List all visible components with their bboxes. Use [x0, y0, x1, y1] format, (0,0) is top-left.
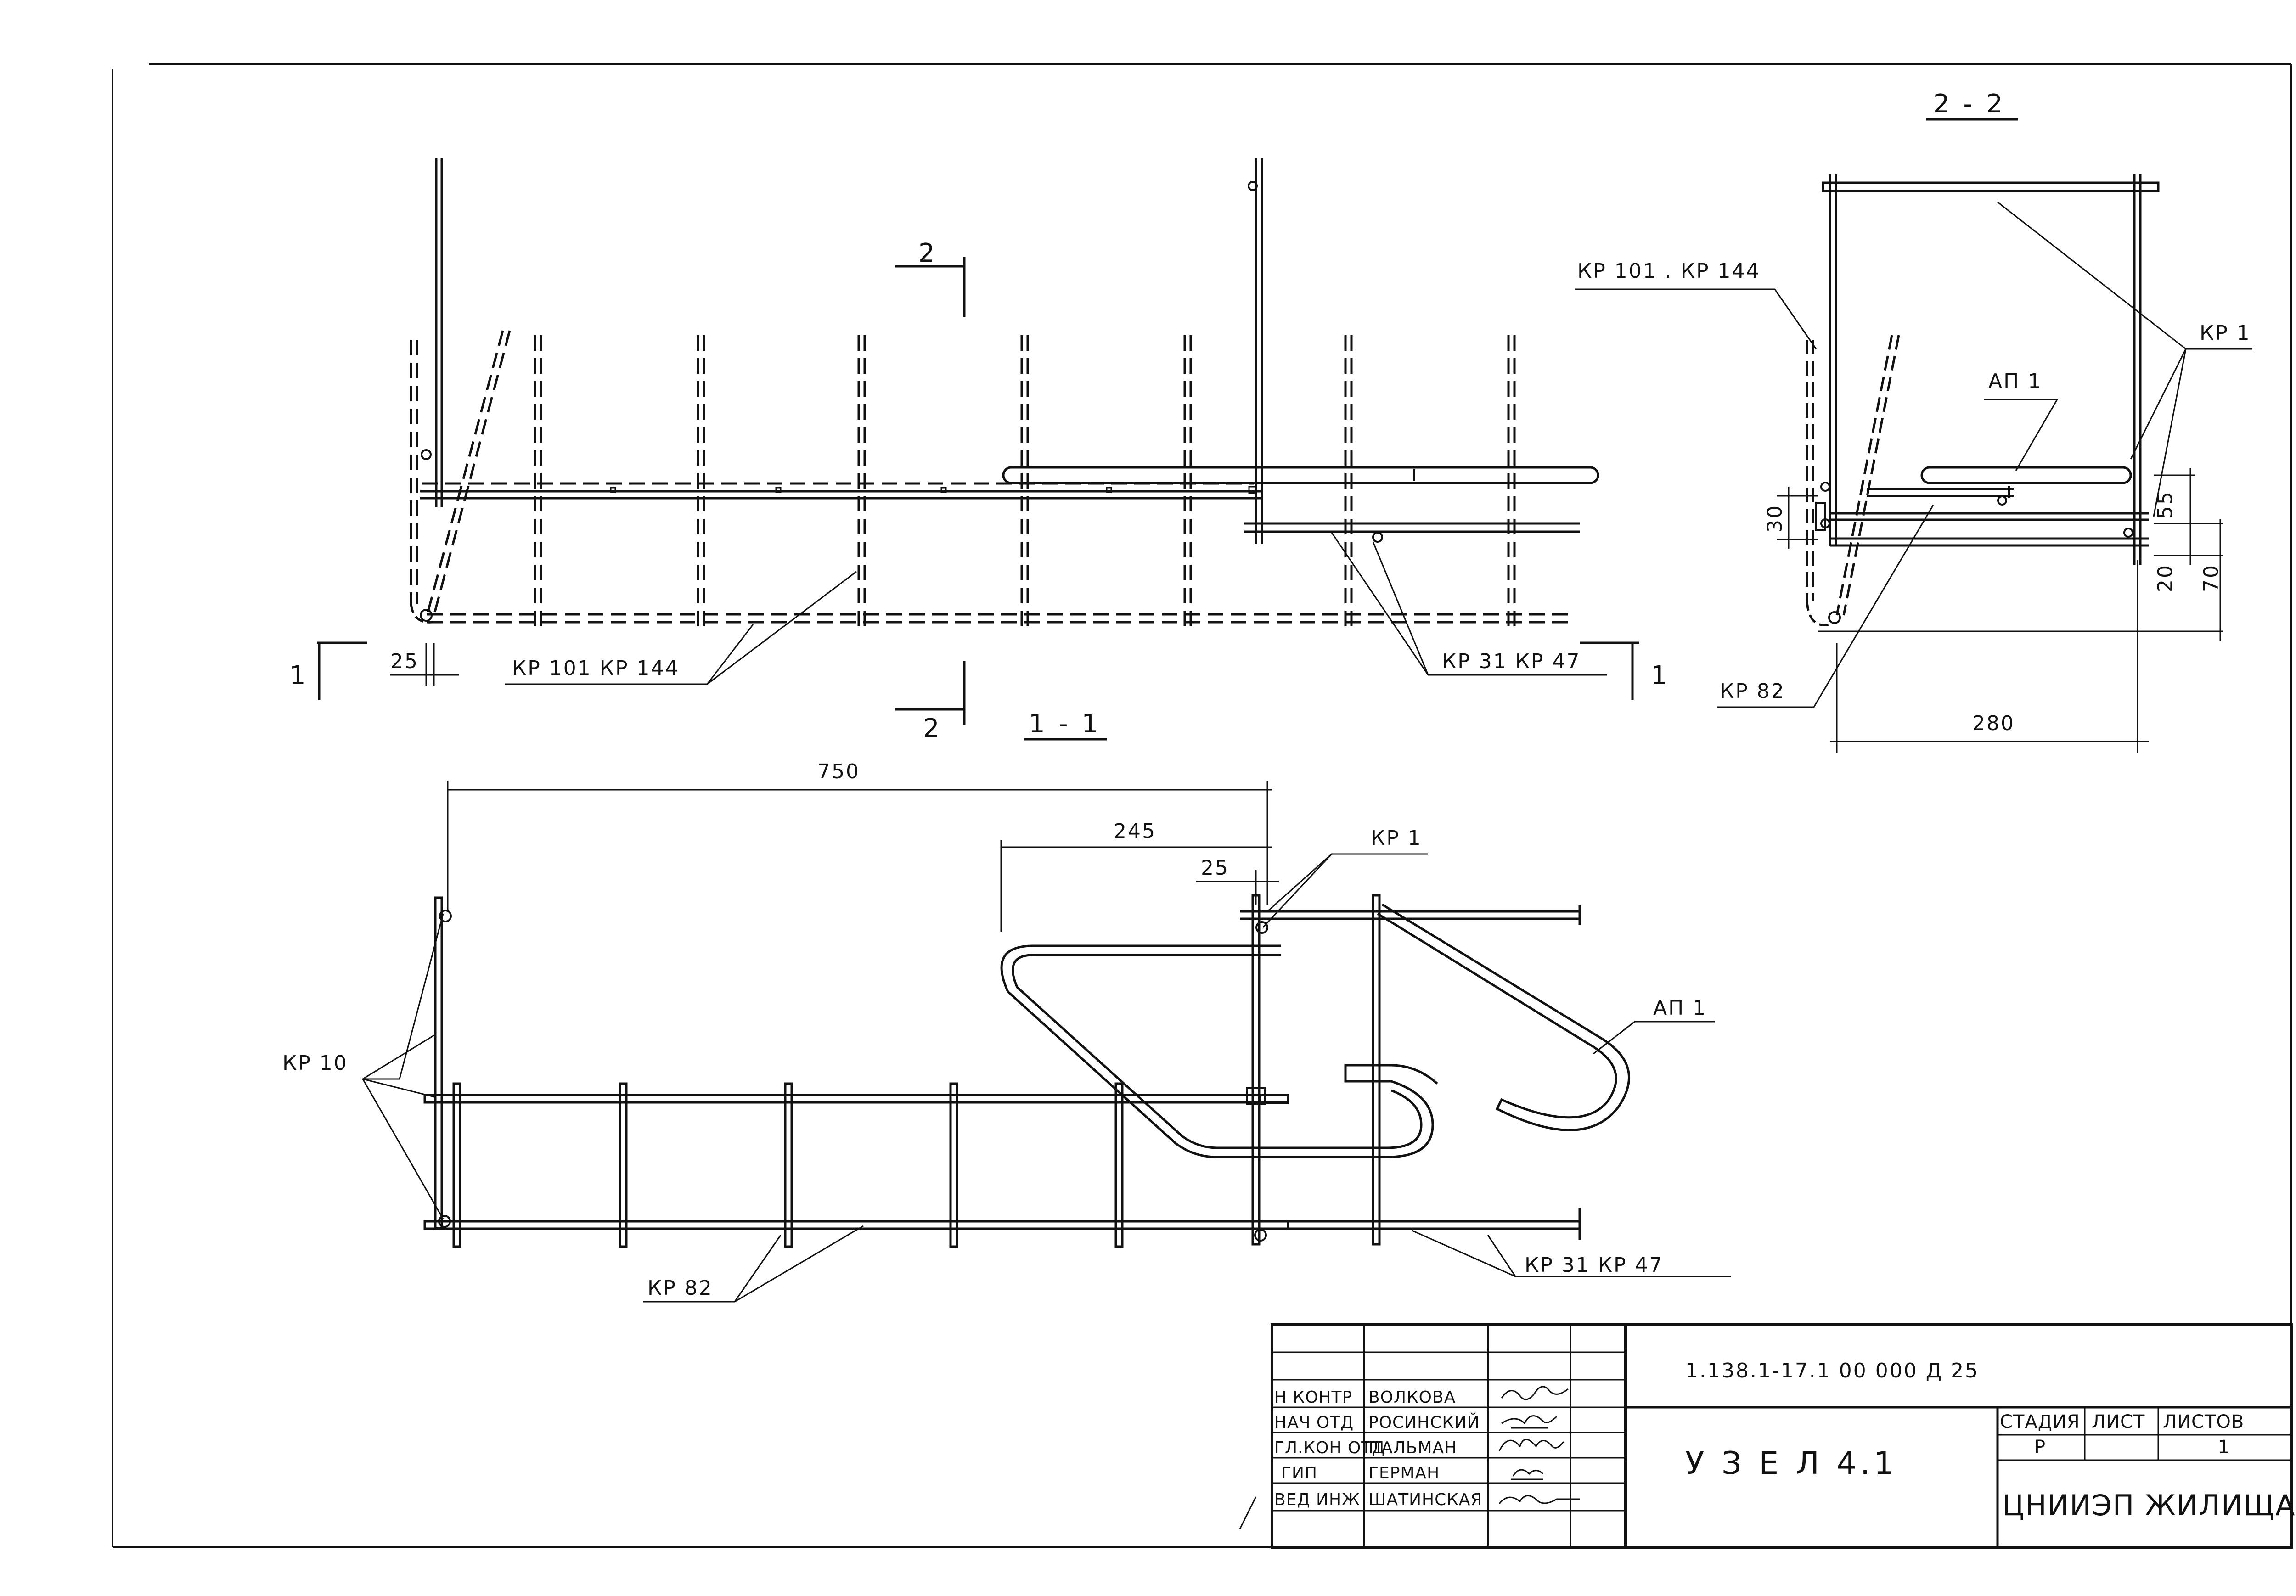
section-2-2-texts: 2 - 2 КР 101 . КР 144 КР 1 АП 1 КР 82 28… [1577, 89, 2251, 735]
name-1: РОСИНСКИЙ [1368, 1413, 1480, 1432]
plan-view [362, 781, 1731, 1303]
label-kp101-kp144: КР 101 КР 144 [512, 657, 679, 680]
drawing-title: У З Е Л 4.1 [1685, 1445, 1897, 1482]
stage-header: СТАДИЯ [2000, 1411, 2080, 1433]
name-3: ГЕРМАН [1368, 1464, 1440, 1483]
dim-25-plan: 25 [1201, 856, 1229, 880]
cut-2-label-bottom: 2 [923, 714, 942, 743]
sheets-header: ЛИСТОВ [2163, 1411, 2244, 1433]
dim-30: 30 [1763, 504, 1787, 533]
drawing-code: 1.138.1-17.1 00 000 Д 25 [1685, 1359, 1979, 1382]
dim-20: 20 [2154, 564, 2177, 592]
label-ap1-plan: АП 1 [1653, 996, 1707, 1020]
signature-3 [1498, 1439, 1564, 1451]
dim-280: 280 [1972, 712, 2015, 735]
label-kp31-kp47: КР 31 КР 47 [1442, 650, 1581, 673]
section-1-1-title: 1 - 1 [1029, 709, 1101, 739]
cut-1-label-left: 1 [289, 661, 309, 691]
dim-750: 750 [817, 760, 860, 783]
dim-245: 245 [1114, 820, 1156, 843]
role-0: Н КОНТР [1274, 1388, 1352, 1407]
role-1: НАЧ ОТД [1274, 1413, 1354, 1432]
stage-value: Р [2034, 1437, 2046, 1458]
section-2-2-view [1575, 118, 2252, 753]
label-kp1-s22: КР 1 [2200, 321, 2251, 345]
signature-4 [1511, 1469, 1544, 1480]
label-kp1-plan: КР 1 [1371, 826, 1422, 850]
section-2-2-title: 2 - 2 [1933, 89, 2005, 119]
label-kp82-s22: КР 82 [1720, 680, 1785, 703]
dim-55: 55 [2154, 490, 2177, 519]
section-1-1-view [317, 158, 1639, 741]
label-kp101-kp144-s22: КР 101 . КР 144 [1577, 259, 1760, 283]
cut-2-label-top: 2 [918, 238, 938, 268]
label-kp82-plan: КР 82 [647, 1276, 713, 1300]
label-kp10: КР 10 [282, 1051, 348, 1075]
signature-2 [1501, 1415, 1558, 1429]
name-0: ВОЛКОВА [1368, 1388, 1456, 1407]
label-ap1-s22: АП 1 [1988, 370, 2042, 393]
sheet-frame [112, 63, 2292, 1548]
title-block [1239, 1323, 2293, 1549]
dim-25-top: 25 [390, 650, 419, 673]
role-3: ГИП [1281, 1464, 1317, 1483]
section-1-1-texts: 2 2 1 1 1 - 1 25 КР 101 КР 144 КР 31 КР … [289, 238, 1670, 743]
name-4: ШАТИНСКАЯ [1368, 1490, 1482, 1509]
dim-70: 70 [2200, 564, 2223, 592]
label-kp31-kp47-plan: КР 31 КР 47 [1525, 1253, 1663, 1277]
role-2: ГЛ.КОН ОТД [1274, 1439, 1385, 1457]
name-2: ПАЛЬМАН [1368, 1439, 1457, 1457]
cut-1-label-right: 1 [1651, 661, 1670, 691]
signature-5 [1498, 1495, 1580, 1504]
role-4: ВЕД ИНЖ [1274, 1490, 1360, 1509]
sheets-value: 1 [2218, 1437, 2230, 1458]
plan-view-texts: 750 245 25 КР 1 АП 1 КР 10 КР 82 КР 31 К… [282, 760, 1707, 1300]
organization: ЦНИИЭП ЖИЛИЩА [2002, 1489, 2296, 1522]
sheet-header: ЛИСТ [2092, 1411, 2145, 1433]
title-block-texts: Н КОНТР НАЧ ОТД ГЛ.КОН ОТД ГИП ВЕД ИНЖ В… [1274, 1359, 2296, 1522]
signature-1 [1501, 1386, 1569, 1400]
